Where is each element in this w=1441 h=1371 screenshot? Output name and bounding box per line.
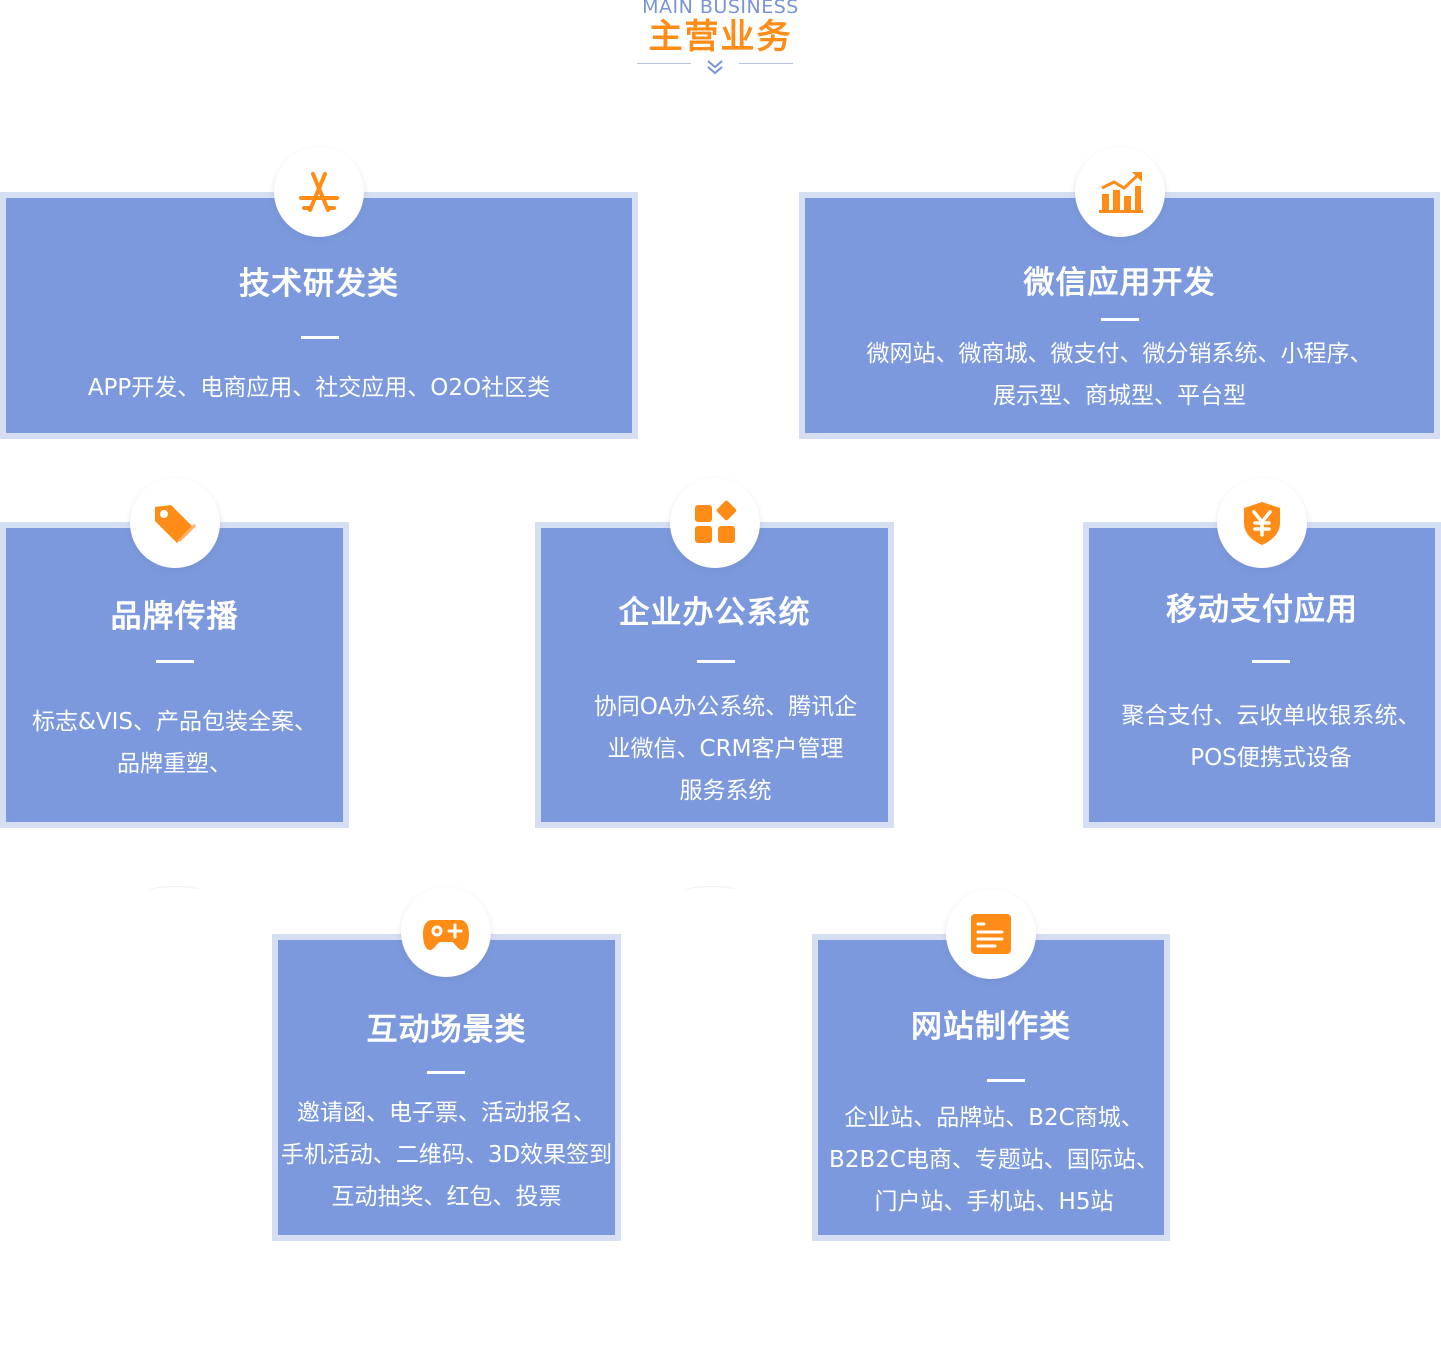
title-divider-left [637, 63, 691, 64]
card-icon-circle [274, 147, 364, 237]
card-desc-line: 展示型、商城型、平台型 [993, 383, 1246, 409]
card-icon-circle [670, 478, 760, 568]
card-desc-line: 互动抽奖、红包、投票 [331, 1184, 562, 1210]
gamepad-icon [423, 920, 469, 950]
card-description: 微网站、微商城、微支付、微分销系统、小程序、 展示型、商城型、平台型 [805, 333, 1434, 417]
card-title: 品牌传播 [110, 599, 239, 635]
card-divider [427, 1071, 465, 1074]
service-card-brand[interactable]: 品牌传播 标志&VIS、产品包装全案、 品牌重塑、 [0, 522, 349, 828]
card-description: 邀请函、电子票、活动报名、 手机活动、二维码、3D效果签到 互动抽奖、红包、投票 [278, 1092, 615, 1218]
growth-chart-icon [1099, 172, 1143, 213]
card-desc-line: 邀请函、电子票、活动报名、 [297, 1100, 596, 1126]
card-title: 网站制作类 [911, 1009, 1071, 1045]
card-desc-line: 聚合支付、云收单收银系统、 [1121, 703, 1421, 729]
card-divider [1101, 318, 1139, 321]
card-desc-line: POS便携式设备 [1190, 745, 1352, 771]
service-card-tech-dev[interactable]: 技术研发类 APP开发、电商应用、社交应用、O2O社区类 [0, 192, 638, 439]
card-title: 互动场景类 [366, 1012, 527, 1048]
service-card-payment[interactable]: 移动支付应用 聚合支付、云收单收银系统、 POS便携式设备 [1083, 522, 1441, 828]
card-description: APP开发、电商应用、社交应用、O2O社区类 [6, 367, 632, 409]
card-title: 企业办公系统 [618, 595, 811, 631]
card-desc-line: 标志&VIS、产品包装全案、 [31, 709, 318, 735]
card-icon-circle [401, 887, 491, 977]
card-desc-line: 业微信、CRM客户管理 [607, 736, 844, 762]
card-divider [156, 660, 194, 663]
decorative-arc [147, 886, 203, 897]
service-card-interactive[interactable]: 互动场景类 邀请函、电子票、活动报名、 手机活动、二维码、3D效果签到 互动抽奖… [272, 934, 621, 1241]
card-divider [1252, 660, 1290, 663]
card-icon-circle [946, 889, 1036, 979]
card-divider [697, 660, 735, 663]
chevron-down-icon [707, 60, 723, 75]
service-card-website[interactable]: 网站制作类 企业站、品牌站、B2C商城、 B2B2C电商、专题站、国际站、 门户… [812, 934, 1170, 1241]
section-title: 主营业务 [648, 17, 793, 57]
card-desc-line: 服务系统 [679, 778, 772, 804]
section-subtitle-en: MAIN BUSINESS [642, 0, 799, 18]
decorative-arc [683, 886, 739, 897]
card-desc-line: B2B2C电商、专题站、国际站、 [829, 1147, 1159, 1173]
card-desc-line: 门户站、手机站、H5站 [874, 1189, 1114, 1215]
card-divider [301, 336, 339, 339]
yuan-shield-icon [1244, 502, 1280, 545]
card-desc-line: 企业站、品牌站、B2C商城、 [844, 1105, 1144, 1131]
card-icon-circle [1217, 478, 1307, 568]
card-description: 企业站、品牌站、B2C商城、 B2B2C电商、专题站、国际站、 门户站、手机站、… [818, 1097, 1170, 1223]
card-desc-line: 微网站、微商城、微支付、微分销系统、小程序、 [866, 341, 1373, 367]
card-desc-line: 手机活动、二维码、3D效果签到 [280, 1142, 613, 1168]
card-title: 微信应用开发 [1023, 265, 1216, 301]
title-divider-right [739, 63, 793, 64]
app-store-icon [299, 172, 339, 212]
app-grid-icon [695, 500, 737, 543]
card-description: 标志&VIS、产品包装全案、 品牌重塑、 [6, 701, 343, 785]
price-tag-icon [155, 505, 197, 543]
card-description: 聚合支付、云收单收银系统、 POS便携式设备 [1089, 695, 1441, 779]
card-title: 技术研发类 [239, 266, 399, 302]
card-icon-circle [130, 478, 220, 568]
card-divider [987, 1079, 1025, 1082]
card-desc-line: APP开发、电商应用、社交应用、O2O社区类 [87, 375, 551, 401]
service-card-office[interactable]: 企业办公系统 协同OA办公系统、腾讯企 业微信、CRM客户管理 服务系统 [535, 522, 894, 828]
document-icon [971, 914, 1011, 954]
card-title: 移动支付应用 [1166, 592, 1358, 628]
section-header: MAIN BUSINESS 主营业务 [0, 0, 1441, 80]
card-icon-circle [1075, 147, 1165, 237]
card-desc-line: 协同OA办公系统、腾讯企 [593, 694, 858, 720]
card-desc-line: 品牌重塑、 [117, 751, 232, 777]
card-description: 协同OA办公系统、腾讯企 业微信、CRM客户管理 服务系统 [557, 686, 894, 812]
